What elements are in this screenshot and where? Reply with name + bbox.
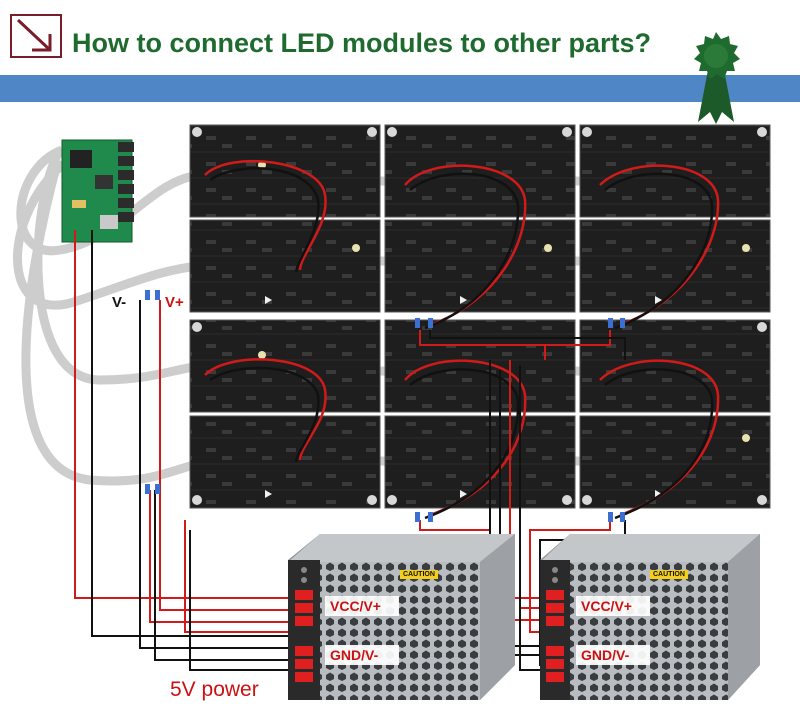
connector-clips (145, 290, 625, 522)
power-label: 5V power (170, 678, 259, 701)
power-supply-left (288, 534, 515, 700)
caution-sticker-right: CAUTION (650, 570, 688, 579)
power-supply-right (540, 534, 760, 700)
vcc-label-left: VCC/V+ (330, 598, 381, 614)
vcc-label-right: VCC/V+ (581, 598, 632, 614)
controller-card (61, 139, 134, 243)
caution-sticker-left: CAUTION (400, 570, 438, 579)
v-minus-label: V- (112, 294, 127, 311)
gnd-label-right: GND/V- (581, 647, 630, 663)
award-ribbon-icon (686, 30, 746, 125)
led-modules (189, 124, 771, 509)
gnd-label-left: GND/V- (330, 647, 379, 663)
header-band (0, 75, 800, 102)
module-power-looms (204, 159, 720, 520)
page-title: How to connect LED modules to other part… (72, 28, 652, 58)
diagonal-arrow-icon (10, 14, 62, 58)
feed-wires (74, 230, 626, 671)
v-plus-label: V+ (165, 294, 184, 311)
